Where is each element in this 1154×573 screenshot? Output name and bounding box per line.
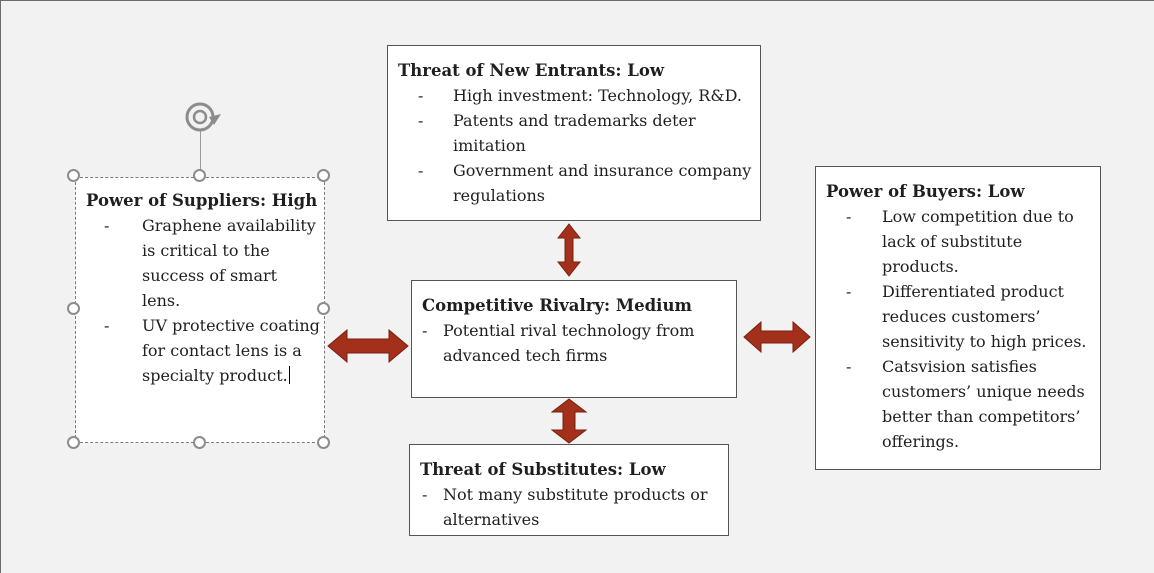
suppliers-box[interactable]: Power of Suppliers: High Graphene availa… <box>75 177 325 443</box>
double-arrow-horizontal-left <box>327 329 409 363</box>
list-item: Graphene availability is critical to the… <box>86 213 320 313</box>
resize-handle-top[interactable] <box>193 169 206 182</box>
resize-handle-bottom[interactable] <box>193 436 206 449</box>
list-item-text: UV protective coating for contact lens i… <box>142 316 320 385</box>
new-entrants-box[interactable]: Threat of New Entrants: Low High investm… <box>387 45 761 221</box>
resize-handle-top-left[interactable] <box>67 169 80 182</box>
new-entrants-title: Threat of New Entrants: Low <box>398 61 665 80</box>
competitive-rivalry-list: Potential rival technology from advanced… <box>422 318 736 368</box>
rotate-icon[interactable] <box>181 99 221 135</box>
buyers-box[interactable]: Power of Buyers: Low Low competition due… <box>815 166 1101 470</box>
suppliers-list: Graphene availability is critical to the… <box>86 213 320 388</box>
resize-handle-bottom-right[interactable] <box>317 436 330 449</box>
list-item: Government and insurance company regulat… <box>398 158 760 208</box>
resize-handle-left[interactable] <box>67 302 80 315</box>
competitive-rivalry-title: Competitive Rivalry: Medium <box>422 296 692 315</box>
resize-handle-right[interactable] <box>317 302 330 315</box>
list-item: Not many substitute products or alternat… <box>420 482 728 532</box>
list-item: UV protective coating for contact lens i… <box>86 313 320 388</box>
buyers-title: Power of Buyers: Low <box>826 182 1025 201</box>
text-cursor <box>288 366 290 384</box>
new-entrants-list: High investment: Technology, R&D. Patent… <box>398 83 760 208</box>
double-arrow-horizontal-right <box>743 321 811 353</box>
list-item: High investment: Technology, R&D. <box>398 83 760 108</box>
list-item: Catsvision satisfies customers’ unique n… <box>826 354 1100 454</box>
buyers-list: Low competition due to lack of substitut… <box>826 204 1100 454</box>
substitutes-box[interactable]: Threat of Substitutes: Low Not many subs… <box>409 444 729 536</box>
resize-handle-bottom-left[interactable] <box>67 436 80 449</box>
list-item: Differentiated product reduces customers… <box>826 279 1100 354</box>
suppliers-title: Power of Suppliers: High <box>86 191 318 210</box>
list-item: Patents and trademarks deter imitation <box>398 108 760 158</box>
rotate-stem <box>200 131 201 177</box>
double-arrow-vertical-bottom <box>551 398 587 444</box>
resize-handle-top-right[interactable] <box>317 169 330 182</box>
list-item: Potential rival technology from advanced… <box>422 318 736 368</box>
substitutes-list: Not many substitute products or alternat… <box>420 482 728 532</box>
list-item: Low competition due to lack of substitut… <box>826 204 1100 279</box>
competitive-rivalry-box[interactable]: Competitive Rivalry: Medium Potential ri… <box>411 280 737 398</box>
substitutes-title: Threat of Substitutes: Low <box>420 460 666 479</box>
double-arrow-vertical-top <box>557 223 581 277</box>
